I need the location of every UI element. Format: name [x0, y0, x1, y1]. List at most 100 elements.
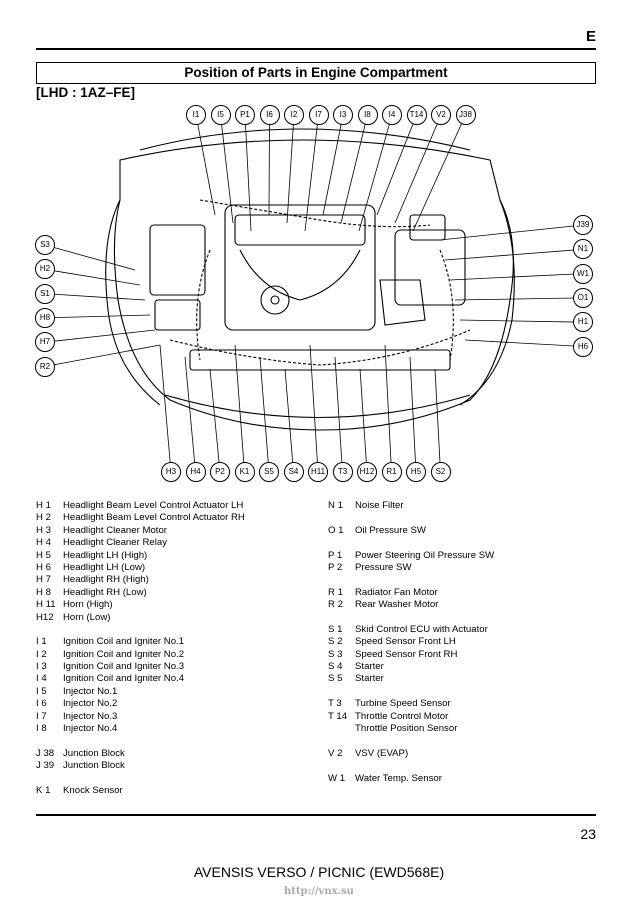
legend-part-name: Skid Control ECU with Actuator [355, 623, 488, 635]
section-letter: E [585, 28, 596, 45]
legend-part-name: Headlight LH (High) [63, 549, 148, 561]
leader-p2 [209, 368, 221, 473]
legend-part-name: Turbine Speed Sensor [355, 698, 451, 710]
leader-r1 [384, 344, 392, 473]
legend-code: I 4 [36, 673, 47, 685]
tag-i8: I8 [357, 105, 378, 125]
tag-h7: H7 [35, 332, 55, 353]
legend-part-name: Ignition Coil and Igniter No.1 [63, 636, 185, 648]
legend-part-name: Injector No.2 [63, 698, 118, 710]
legend-code: R 1 [328, 586, 343, 598]
legend-code: H 11 [36, 599, 56, 611]
footer-title: AVENSIS VERSO / PICNIC (EWD568E) [193, 864, 445, 880]
legend-part-name: Headlight Beam Level Control Actuator LH [63, 500, 244, 511]
legend-code: H 7 [36, 574, 51, 586]
leader-h8 [44, 314, 151, 319]
tag-i4: I4 [382, 105, 402, 125]
pulley-hub [270, 295, 280, 305]
legend-code: H 6 [36, 561, 51, 573]
tag-s1: S1 [35, 283, 55, 304]
legend-code: S 5 [328, 673, 343, 685]
legend-code: H 8 [36, 586, 51, 598]
tag-h8: H8 [35, 307, 55, 328]
junction-block-right [409, 214, 446, 241]
fender-right [459, 199, 515, 406]
tag-r1: R1 [381, 462, 402, 482]
body-outline [113, 139, 514, 431]
legend-code: H 3 [36, 524, 51, 536]
leader-r2 [44, 344, 161, 367]
leader-h7 [44, 329, 156, 343]
legend-part-name: Ignition Coil and Igniter No.2 [63, 648, 185, 660]
leader-s5 [259, 356, 270, 473]
tag-h2: H2 [35, 259, 55, 280]
leader-h11 [309, 344, 319, 473]
legend-part-name: Starter [355, 661, 384, 673]
cylinder-head [234, 214, 366, 246]
leader-t14 [376, 114, 417, 216]
legend-part-name: Headlight Beam Level Control Actuator RH [63, 512, 245, 524]
leader-p1 [244, 114, 252, 232]
legend-code: I 8 [36, 723, 47, 735]
header-rule [36, 48, 596, 50]
legend-part-name: VSV (EVAP) [355, 747, 409, 759]
leader-s1 [44, 293, 146, 301]
leader-s3 [44, 244, 136, 271]
legend-part-name: Headlight RH (Low) [63, 586, 147, 598]
legend-part-name: Headlight LH (Low) [63, 561, 146, 573]
leader-i3 [322, 114, 344, 216]
legend-part-name: Knock Sensor [63, 784, 123, 796]
tag-h6: H6 [573, 336, 593, 357]
legend-code: I 2 [36, 648, 47, 660]
legend-code: I 6 [36, 698, 47, 710]
legend-code: I 1 [36, 636, 47, 648]
legend-part-name: Headlight Cleaner Motor [63, 524, 167, 536]
air-cleaner [394, 229, 466, 306]
tag-o1: O1 [573, 287, 593, 308]
leader-o1 [454, 297, 584, 301]
legend-code: T 14 [328, 710, 348, 722]
legend-row: H 3 Headlight Cleaner Motor [36, 525, 245, 537]
tag-h5: H5 [406, 462, 426, 482]
legend-code: R 2 [328, 599, 343, 611]
legend-code: H 4 [36, 537, 51, 549]
tag-i3: I3 [333, 105, 353, 125]
tag-i2: I2 [284, 105, 304, 125]
legend-code: I 3 [36, 661, 47, 673]
leader-i2 [286, 114, 295, 224]
engine-block [224, 204, 376, 331]
tag-p2: P2 [210, 462, 230, 482]
legend-code: P 1 [328, 549, 343, 561]
legend-row: H 6 Headlight LH (Low) [36, 562, 245, 574]
engine-compartment-diagram [44, 114, 584, 473]
leader-i1 [195, 114, 216, 216]
page-title: Position of Parts in Engine Compartment [36, 62, 596, 84]
legend-part-name: Throttle Control Motor [355, 710, 449, 722]
tag-t3: T3 [332, 462, 353, 482]
legend-code [328, 723, 355, 735]
tag-h1: H1 [573, 312, 593, 333]
tag-r2: R2 [35, 356, 55, 377]
legend-part-name: Ignition Coil and Igniter No.4 [63, 673, 185, 685]
tag-i5: I5 [210, 105, 231, 125]
wire-harness-2 [169, 329, 471, 366]
leader-h3 [159, 344, 172, 473]
legend-code: H 1 [36, 500, 51, 511]
